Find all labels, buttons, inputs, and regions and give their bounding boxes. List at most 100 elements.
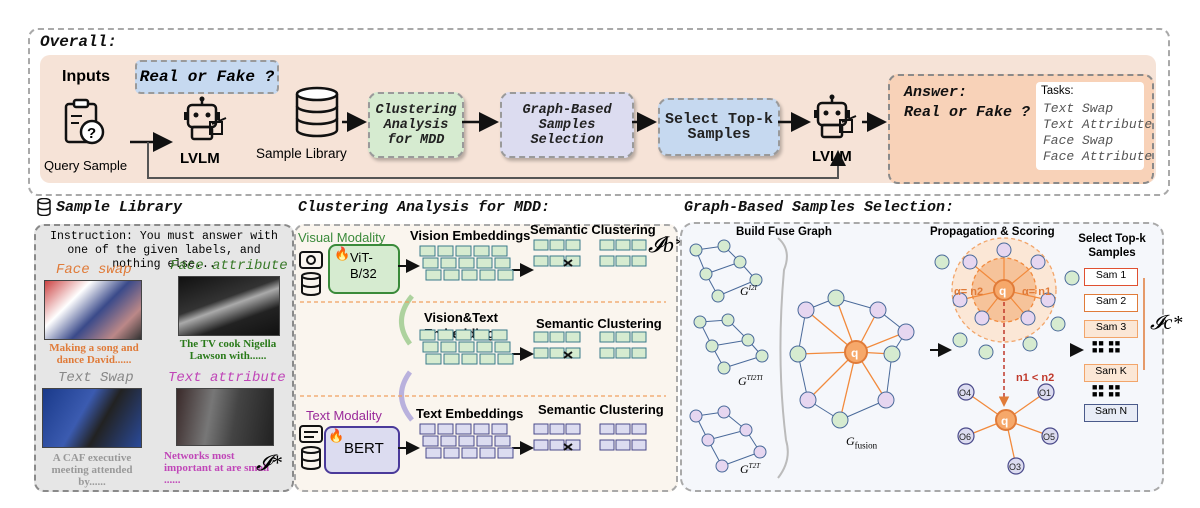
robot-icon-2 — [814, 94, 857, 139]
graph-node — [755, 349, 769, 363]
embedding-cell — [491, 245, 508, 257]
tasks-title: Tasks: — [1041, 85, 1074, 97]
text-attribute-caption: Networks most important at are small ...… — [164, 450, 270, 486]
prop-node — [978, 344, 994, 360]
cluster-cell — [549, 423, 565, 435]
answer-line1: Answer: — [904, 84, 968, 101]
query-sample-label: Query Sample — [44, 158, 128, 173]
text-swap-caption: A CAF executive meeting attended by.....… — [51, 452, 133, 488]
embedding-cell — [491, 329, 508, 341]
face-attribute-image — [178, 276, 280, 336]
tasks-box — [1036, 82, 1144, 170]
cross-icon — [563, 443, 573, 451]
sam-box-k — [1084, 364, 1138, 382]
embedding-cell — [440, 435, 457, 447]
sam-label: Sam K — [1095, 365, 1127, 377]
g-letter: G — [846, 434, 855, 448]
sam-label: Sam 2 — [1095, 295, 1127, 307]
prop-node — [952, 292, 968, 308]
query-sample-icon: ? — [64, 98, 105, 145]
g-ti2ti-label: GTI2TI — [738, 374, 763, 389]
fire-icon: 🔥 — [334, 246, 351, 261]
instruction-text: Instruction: You must answer with one of… — [50, 230, 278, 271]
graph-node — [753, 445, 767, 459]
g-ti2ti-sup: TI2TI — [746, 374, 763, 382]
cross-icon — [563, 351, 573, 359]
graph-edge — [723, 355, 763, 369]
embedding-cell — [479, 353, 496, 365]
prop-node — [1030, 254, 1046, 270]
graph-edge — [707, 429, 747, 441]
prop-label: Propagation & Scoring — [930, 226, 1055, 238]
g-i2i-label: GI2I — [740, 284, 757, 299]
g-letter: G — [740, 462, 749, 476]
task-item: Face Attribute — [1043, 149, 1153, 164]
embedding-cell — [497, 353, 514, 365]
embedding-cell — [497, 269, 514, 281]
cross-icon — [563, 259, 573, 267]
cluster-cell — [615, 347, 631, 359]
dots-grid: ■■ ■■■■ ■■ — [1092, 338, 1122, 355]
prop-node — [1064, 270, 1080, 286]
sam-box-2 — [1084, 294, 1138, 312]
fusion-node — [789, 345, 807, 363]
cluster-cell — [533, 439, 549, 451]
prop-node — [974, 310, 990, 326]
face-attribute-caption: The TV cook Nigella Lawson with...... — [179, 338, 277, 362]
cluster-cell — [599, 331, 615, 343]
task-item: Face Swap — [1043, 133, 1114, 148]
cluster-cell — [631, 347, 647, 359]
sam-box-n — [1084, 404, 1138, 422]
sam-label: Sam 1 — [1095, 269, 1127, 281]
embedding-cell — [443, 353, 460, 365]
embedding-cell — [425, 447, 442, 459]
o-node — [1007, 457, 1025, 475]
embedding-cell — [461, 269, 478, 281]
cluster-cell — [599, 255, 615, 267]
alpha-n2-label: α= n2 — [954, 286, 984, 298]
database-small-icon — [37, 198, 51, 216]
embedding-cell — [425, 269, 442, 281]
o-node — [957, 383, 975, 401]
query-label: q — [851, 346, 858, 360]
graph-node — [749, 273, 763, 287]
graph-node — [721, 313, 735, 327]
prop-node — [962, 254, 978, 270]
graph-edge — [721, 451, 761, 467]
cluster-cell — [599, 439, 615, 451]
cluster-cell — [615, 239, 631, 251]
text-db-icon — [299, 425, 323, 470]
question-box: Real or Fake ? — [135, 60, 279, 94]
fusion-node — [831, 411, 849, 429]
svg-text:?: ? — [87, 125, 96, 142]
graph-node — [733, 255, 747, 269]
graph-node — [689, 243, 703, 257]
cluster-cell — [533, 239, 549, 251]
cluster-cell — [599, 347, 615, 359]
prop-node — [934, 254, 950, 270]
text-attribute-image — [176, 388, 274, 446]
sam-box-1 — [1084, 268, 1138, 286]
cluster-cell — [615, 331, 631, 343]
embedding-cell — [425, 353, 442, 365]
cluster-cell — [631, 239, 647, 251]
graph-node — [711, 289, 725, 303]
embedding-cell — [419, 423, 436, 435]
answer-line2: Real or Fake ? — [904, 104, 1031, 121]
semantic-clustering-label: Semantic Clustering — [536, 316, 662, 331]
cluster-cell — [631, 439, 647, 451]
prop-node — [1050, 316, 1066, 332]
library-title: Sample Library — [56, 199, 183, 216]
n1n2-label: n1 < n2 — [1016, 372, 1055, 384]
embedding-cell — [491, 423, 508, 435]
graph-node — [699, 267, 713, 281]
cluster-cell — [631, 423, 647, 435]
embedding-cell — [494, 341, 511, 353]
query-node — [844, 340, 868, 364]
cluster-cell — [565, 331, 581, 343]
fusion-node — [869, 301, 887, 319]
o-label: O6 — [959, 432, 971, 442]
embedding-cell — [422, 435, 439, 447]
query-label-2: q — [999, 284, 1006, 298]
